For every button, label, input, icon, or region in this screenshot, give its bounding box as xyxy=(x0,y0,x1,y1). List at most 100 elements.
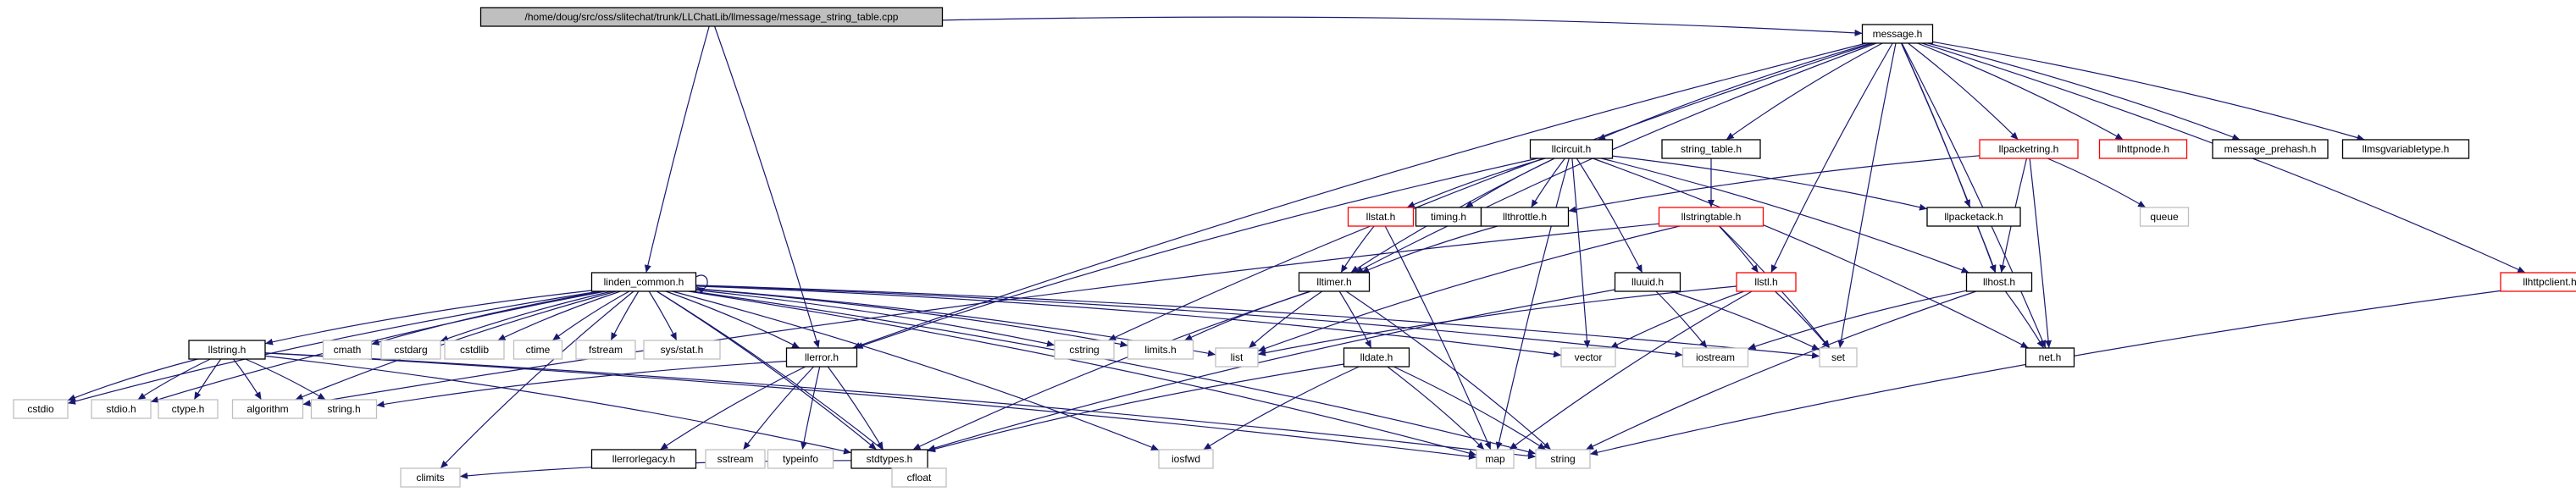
edge-linden-common-h-to-iosfwd xyxy=(672,290,1160,451)
graph-node-lltimer-h[interactable]: lltimer.h xyxy=(1298,272,1371,292)
node-box xyxy=(1560,347,1616,368)
node-box xyxy=(1861,24,1934,44)
graph-node-llerror-h[interactable]: llerror.h xyxy=(785,347,858,368)
graph-node-timing-h[interactable]: timing.h xyxy=(1415,207,1482,227)
node-label: queue xyxy=(2150,211,2179,223)
graph-node-stdtypes-h[interactable]: stdtypes.h xyxy=(850,449,928,469)
graph-node-llstringtable-h[interactable]: llstringtable.h xyxy=(1658,207,1764,227)
graph-node-ctype-h[interactable]: ctype.h xyxy=(158,399,219,419)
edge-lldate-h-to-iosfwd xyxy=(1203,366,1360,451)
node-label: linden_common.h xyxy=(604,276,684,288)
edge-llcircuit-h-to-llstat-h xyxy=(1406,158,1546,208)
graph-node-sys-stat-h[interactable]: sys/stat.h xyxy=(643,340,721,360)
edge-linden-common-h-to-cmath xyxy=(371,290,604,346)
graph-node-sstream[interactable]: sstream xyxy=(705,449,766,469)
graph-node-root[interactable]: /home/doug/src/oss/slitechat/trunk/LLCha… xyxy=(479,7,944,27)
edge-lldate-h-to-stdtypes-h xyxy=(927,363,1344,453)
graph-node-iostream[interactable]: iostream xyxy=(1681,347,1749,368)
graph-node-string-table-h[interactable]: string_table.h xyxy=(1661,139,1761,159)
graph-node-llstl-h[interactable]: llstl.h xyxy=(1736,272,1797,292)
graph-node-fstream[interactable]: fstream xyxy=(575,340,636,360)
graph-node-llhttpclient-h[interactable]: llhttpclient.h xyxy=(2500,272,2576,292)
graph-node-llerrorlegacy-h[interactable]: llerrorlegacy.h xyxy=(590,449,697,469)
node-label: vector xyxy=(1575,351,1603,363)
node-box xyxy=(2139,207,2190,227)
graph-node-llhost-h[interactable]: llhost.h xyxy=(1965,272,2033,292)
node-label: timing.h xyxy=(1431,211,1466,223)
graph-node-cfloat[interactable]: cfloat xyxy=(891,467,947,488)
graph-node-cstdarg[interactable]: cstdarg xyxy=(380,340,441,360)
node-label: llhttpclient.h xyxy=(2523,276,2576,288)
edge-llpacketring-h-to-net-h xyxy=(2029,158,2052,349)
graph-node-string[interactable]: string xyxy=(1535,449,1591,469)
node-box xyxy=(2341,139,2470,159)
graph-node-llcircuit-h[interactable]: llcircuit.h xyxy=(1529,139,1614,159)
graph-node-vector[interactable]: vector xyxy=(1560,347,1616,368)
edge-message-h-to-lltimer-h xyxy=(1354,42,1877,274)
edge-lltimer-h-to-limits-h xyxy=(1183,290,1310,341)
graph-node-llmsgvariabletype-h[interactable]: llmsgvariabletype.h xyxy=(2341,139,2470,159)
edge-linden-common-h-to-cstdarg xyxy=(440,290,612,342)
edge-linden-common-h-to-cstring xyxy=(695,289,1055,347)
edge-llstringtable-h-to-algorithm xyxy=(302,223,1659,406)
node-box xyxy=(1343,347,1410,368)
node-label: cmath xyxy=(334,344,362,356)
graph-node-queue[interactable]: queue xyxy=(2139,207,2190,227)
node-label: typeinfo xyxy=(783,453,818,465)
edge-llstring-h-to-stdtypes-h xyxy=(264,355,852,455)
graph-node-cstdio[interactable]: cstdio xyxy=(13,399,69,419)
edge-llerror-h-to-sstream xyxy=(742,366,815,451)
graph-node-net-h[interactable]: net.h xyxy=(2025,347,2075,368)
graph-node-llstring-h[interactable]: llstring.h xyxy=(188,340,266,360)
edge-message-h-to-net-h xyxy=(1901,42,2047,349)
node-box xyxy=(1215,347,1259,368)
edge-linden-common-h-to-limits-h xyxy=(695,288,1128,348)
node-label: lltimer.h xyxy=(1316,276,1351,288)
edge-llhost-h-to-net-h xyxy=(2004,290,2045,349)
graph-node-iosfwd[interactable]: iosfwd xyxy=(1158,449,1214,469)
node-label: cstdlib xyxy=(460,344,489,356)
graph-node-set[interactable]: set xyxy=(1819,347,1858,368)
node-label: message_prehash.h xyxy=(2224,143,2317,155)
graph-node-llpacketring-h[interactable]: llpacketring.h xyxy=(1979,139,2079,159)
graph-node-limits-h[interactable]: limits.h xyxy=(1127,340,1194,360)
graph-node-llpacketack-h[interactable]: llpacketack.h xyxy=(1926,207,2021,227)
graph-node-cstdlib[interactable]: cstdlib xyxy=(444,340,505,360)
graph-node-lldate-h[interactable]: lldate.h xyxy=(1343,347,1410,368)
graph-node-cstring[interactable]: cstring xyxy=(1054,340,1115,360)
edge-linden-common-h-to-llerror-h xyxy=(665,290,800,349)
node-box xyxy=(444,340,505,360)
edge-message-h-to-message-prehash-h xyxy=(1927,42,2241,141)
graph-node-string-h[interactable]: string.h xyxy=(310,399,378,419)
edge-message-h-to-llstl-h xyxy=(1770,42,1893,274)
node-box xyxy=(2025,347,2075,368)
node-label: cfloat xyxy=(907,472,932,484)
graph-node-algorithm[interactable]: algorithm xyxy=(231,399,304,419)
graph-node-cmath[interactable]: cmath xyxy=(322,340,373,360)
graph-node-climits[interactable]: climits xyxy=(400,467,461,488)
graph-node-map[interactable]: map xyxy=(1476,449,1515,469)
edge-lluuid-h-to-set xyxy=(1670,290,1820,351)
node-box xyxy=(158,399,219,419)
edge-linden-common-h-to-cstdlib xyxy=(497,290,621,341)
graph-node-stdio-h[interactable]: stdio.h xyxy=(91,399,152,419)
node-box xyxy=(1054,340,1115,360)
graph-node-list[interactable]: list xyxy=(1215,347,1259,368)
node-label: message.h xyxy=(1873,28,1923,40)
graph-node-linden-common-h[interactable]: linden_common.h xyxy=(590,272,697,292)
graph-node-llthrottle-h[interactable]: llthrottle.h xyxy=(1480,207,1570,227)
graph-node-llhttpnode-h[interactable]: llhttpnode.h xyxy=(2098,139,2188,159)
node-box xyxy=(1529,139,1614,159)
graph-node-message-h[interactable]: message.h xyxy=(1861,24,1934,44)
edge-llstl-h-to-set xyxy=(1775,290,1830,349)
graph-node-typeinfo[interactable]: typeinfo xyxy=(767,449,834,469)
graph-node-message-prehash-h[interactable]: message_prehash.h xyxy=(2212,139,2329,159)
graph-node-llstat-h[interactable]: llstat.h xyxy=(1347,207,1415,227)
graph-node-ctime[interactable]: ctime xyxy=(512,340,563,360)
graph-node-lluuid-h[interactable]: lluuid.h xyxy=(1614,272,1681,292)
edge-llcircuit-h-to-vector xyxy=(1571,158,1591,349)
edge-llstl-h-to-map xyxy=(1509,290,1753,451)
node-label: llstat.h xyxy=(1366,211,1396,223)
edge-llpacketack-h-to-llhost-h xyxy=(1976,225,1997,274)
node-box xyxy=(1347,207,1415,227)
